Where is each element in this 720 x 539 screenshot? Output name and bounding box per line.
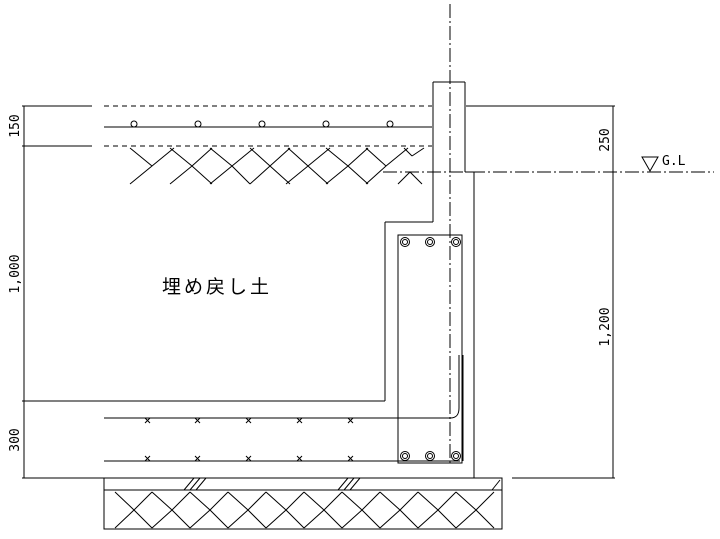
dim-right-top: 250 bbox=[598, 128, 613, 151]
slab-rebar-dots bbox=[130, 120, 394, 128]
footing-rebar bbox=[104, 355, 464, 462]
gravel-base bbox=[103, 477, 503, 530]
right-dimension-line bbox=[466, 105, 615, 479]
footing-cross-marks bbox=[144, 417, 354, 462]
slab-dashed-lines bbox=[104, 105, 432, 147]
dim-left-middle: 1,000 bbox=[8, 254, 23, 293]
ground-level-label: G.L bbox=[662, 154, 686, 169]
dim-left-bottom: 300 bbox=[8, 428, 23, 451]
dim-right-bottom: 1,200 bbox=[598, 307, 613, 346]
left-dimension-line bbox=[22, 105, 92, 479]
ground-level-triangle bbox=[641, 156, 659, 173]
ground-hatch-top bbox=[129, 147, 425, 185]
backfill-soil-label: 埋め戻し土 bbox=[162, 276, 272, 298]
column-main-rebars bbox=[400, 237, 461, 461]
column-rebar-frame bbox=[397, 234, 463, 464]
dim-left-top: 150 bbox=[8, 114, 23, 137]
